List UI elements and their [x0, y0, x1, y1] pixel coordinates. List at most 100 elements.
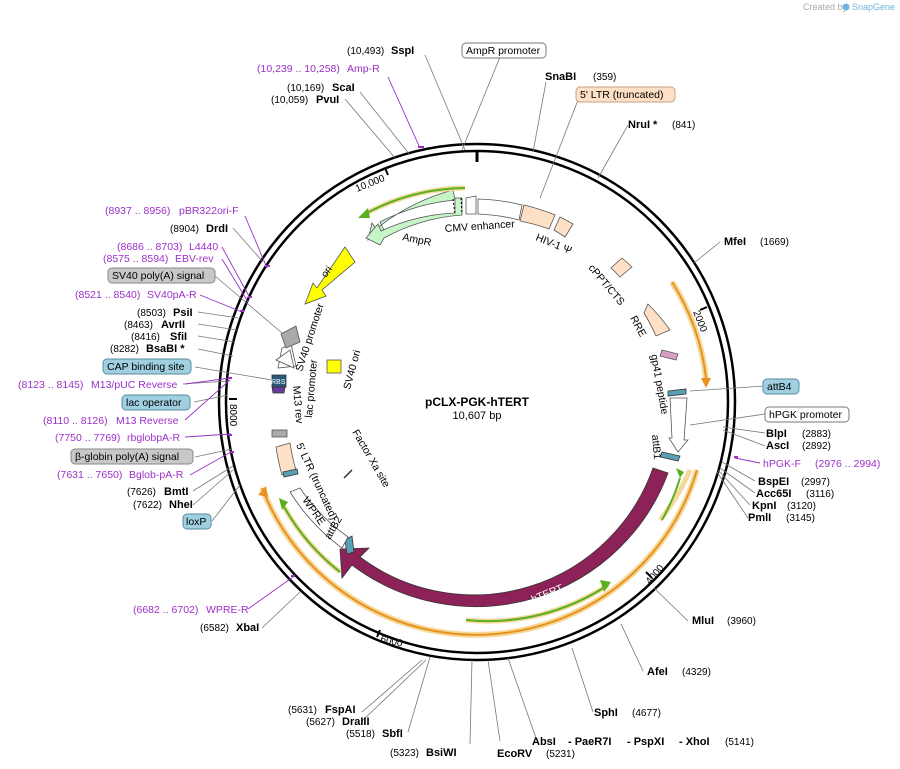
sv40-polya-feature[interactable]: [280, 325, 301, 349]
attb2-feature[interactable]: [344, 535, 355, 555]
bglobin-feature[interactable]: [271, 429, 288, 438]
enzyme-snabi[interactable]: SnaBI (359): [545, 71, 616, 83]
enzyme-pvui[interactable]: (10,059) PvuI: [271, 94, 339, 106]
ampr-promoter-label: AmpR promoter: [466, 45, 541, 57]
loxp-feature[interactable]: [282, 468, 299, 478]
enzyme-bmti[interactable]: (7626) BmtI: [127, 486, 188, 498]
ltr5-top-feature[interactable]: [519, 204, 556, 230]
enzyme-draiii[interactable]: (5627) DraIII: [306, 716, 370, 728]
enzyme-absi-group[interactable]: AbsI - PaeR7I - PspXI - XhoI (5141): [532, 736, 754, 748]
cppt-feature[interactable]: [610, 257, 633, 278]
enzyme-name: - XhoI: [679, 736, 710, 748]
enzyme-ecorv[interactable]: EcoRV (5231): [497, 748, 575, 760]
tick-2000: [699, 306, 708, 311]
enzyme-name: NruI *: [628, 119, 658, 131]
enzyme-nhei[interactable]: (7622) NheI: [133, 499, 193, 511]
enzyme-kpni[interactable]: KpnI (3120): [752, 500, 816, 512]
enzyme-avrii[interactable]: (8463) AvrII: [124, 319, 185, 331]
enzyme-pos: (2997): [801, 477, 830, 488]
primer-name: Bglob-pA-R: [129, 469, 184, 481]
enzyme-sfii[interactable]: (8416) SfiI: [131, 331, 187, 343]
enzyme-pos: (8282): [110, 344, 139, 355]
enzyme-acc65i[interactable]: Acc65I (3116): [756, 488, 834, 500]
enzyme-psii[interactable]: (8503) PsiI: [137, 307, 193, 319]
hpgk-promoter-feature[interactable]: [668, 397, 689, 453]
enzyme-nrui[interactable]: NruI * (841): [628, 119, 695, 131]
hiv-psi-feature[interactable]: [553, 216, 574, 238]
rre-feature[interactable]: [643, 303, 671, 337]
sv40-ori-feature[interactable]: [326, 359, 342, 374]
primer-bglob[interactable]: (7631 .. 7650) Bglob-pA-R: [57, 469, 184, 481]
enzyme-mfei[interactable]: MfeI (1669): [724, 236, 789, 248]
boxed-sv40-polya[interactable]: SV40 poly(A) signal: [107, 267, 216, 284]
enzyme-name: PsiI: [173, 307, 193, 319]
cmv-label: CMV enhancer: [444, 218, 515, 235]
gp41-feature[interactable]: [659, 349, 679, 361]
primer-name: SV40pA-R: [147, 289, 197, 301]
bglobin-polya-label: β-globin poly(A) signal: [75, 451, 179, 463]
primer-m13puc[interactable]: (8123 .. 8145) M13/pUC Reverse: [18, 379, 178, 391]
enzyme-sphi[interactable]: SphI (4677): [594, 707, 661, 719]
ltr5-top-label: 5' LTR (truncated): [580, 89, 664, 101]
enzyme-pmli[interactable]: PmlI (3145): [748, 512, 815, 524]
enzyme-name: PvuI: [316, 94, 339, 106]
ampr-feature[interactable]: [367, 189, 456, 241]
primer-range: (6682 .. 6702): [133, 604, 198, 616]
primer-l4440[interactable]: (8686 .. 8703) L4440: [117, 241, 218, 253]
enzyme-pos: (4677): [632, 708, 661, 719]
boxed-hpgk-promoter[interactable]: hPGK promoter: [764, 406, 850, 423]
primer-ampr[interactable]: (10,239 .. 10,258) Amp-R: [257, 63, 380, 75]
primer-name: pBR322ori-F: [179, 205, 239, 217]
ampr-dash: [452, 198, 456, 215]
attb4-label: attB4: [767, 381, 792, 393]
gp41-label: gp41 peptide: [648, 353, 670, 415]
ampr-promoter-feature[interactable]: [465, 195, 477, 215]
enzyme-sbfi[interactable]: (5518) SbfI: [346, 728, 403, 740]
boxed-ltr5-top[interactable]: 5' LTR (truncated): [575, 86, 676, 103]
ori-feature[interactable]: [304, 246, 356, 305]
boxed-cap-site[interactable]: CAP binding site: [102, 358, 192, 375]
enzyme-drdi[interactable]: (8904) DrdI: [170, 223, 228, 235]
ampr-dash2: [460, 197, 463, 215]
enzyme-xbai[interactable]: (6582) XbaI: [200, 622, 259, 634]
enzyme-scai[interactable]: (10,169) ScaI: [287, 82, 355, 94]
enzyme-afei[interactable]: AfeI (4329): [647, 666, 711, 678]
boxed-ampr-promoter[interactable]: AmpR promoter: [461, 42, 547, 59]
enzyme-name: - PaeR7I: [568, 736, 611, 748]
enzyme-name: NheI: [169, 499, 193, 511]
cmv-enhancer-feature[interactable]: [477, 198, 523, 221]
boxed-loxp[interactable]: loxP: [182, 513, 212, 530]
enzyme-sspi[interactable]: (10,493) SspI: [347, 45, 414, 57]
attb1-feature[interactable]: [659, 451, 681, 462]
tick-4000: [645, 571, 653, 579]
sv40-polya-label: SV40 poly(A) signal: [112, 270, 204, 282]
wpre-feature[interactable]: [289, 487, 349, 549]
enzyme-fspai[interactable]: (5631) FspAI: [288, 704, 356, 716]
primer-m13rev[interactable]: (8110 .. 8126) M13 Reverse: [43, 415, 179, 427]
boxed-lac-operator[interactable]: lac operator: [121, 394, 191, 411]
primer-wpre[interactable]: (6682 .. 6702) WPRE-R: [133, 604, 249, 616]
primer-rbglob[interactable]: (7750 .. 7769) rbglobpA-R: [55, 432, 181, 444]
boxed-bglobin-polya[interactable]: β-globin poly(A) signal: [70, 448, 194, 465]
primer-hpgk[interactable]: hPGK-F (2976 .. 2994): [763, 458, 880, 470]
orf-green-3-head: [279, 498, 288, 510]
enzyme-mlui[interactable]: MluI (3960): [692, 615, 756, 627]
enzyme-bsiwi[interactable]: (5323) BsiWI: [390, 747, 457, 759]
m13-feature[interactable]: [271, 386, 286, 394]
enzyme-bsabi[interactable]: (8282) BsaBI *: [110, 343, 185, 355]
enzyme-asci[interactable]: AscI (2892): [766, 440, 831, 452]
tick-label-10000: 10,000: [354, 173, 387, 195]
orf-right: [671, 281, 707, 379]
htert-feature[interactable]: [339, 467, 669, 607]
callout-lines: [182, 54, 766, 745]
boxed-attb4[interactable]: attB4: [762, 378, 800, 395]
enzyme-pos: (8904): [170, 224, 199, 235]
primer-ebv[interactable]: (8575 .. 8594) EBV-rev: [103, 253, 214, 265]
attb4-feature[interactable]: [667, 388, 687, 397]
ampr-orf-head: [358, 208, 370, 218]
enzyme-blpi[interactable]: BlpI (2883): [766, 428, 831, 440]
primer-sv40pa[interactable]: (8521 .. 8540) SV40pA-R: [75, 289, 197, 301]
ampr-body[interactable]: [365, 197, 463, 246]
primer-pbr322[interactable]: (8937 .. 8956) pBR322ori-F: [105, 205, 239, 217]
enzyme-bspei[interactable]: BspEI (2997): [758, 476, 830, 488]
